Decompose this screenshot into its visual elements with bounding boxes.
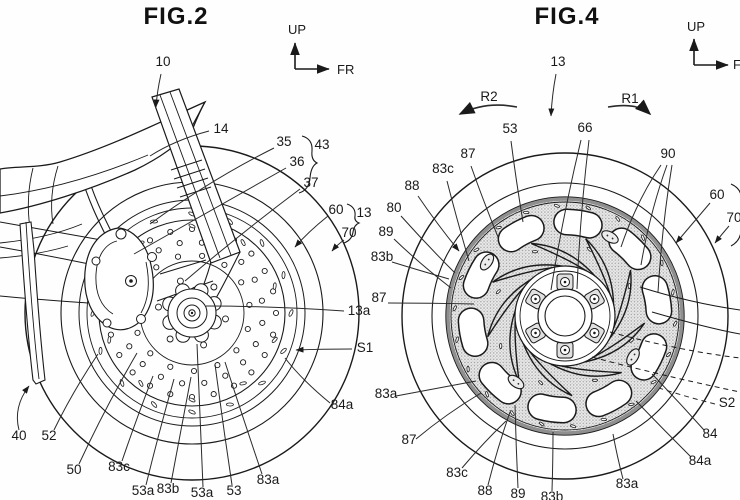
leader-line [17,386,29,430]
ref-label-84a: 84a [331,397,354,412]
ref-label-87: 87 [401,432,416,447]
leader-line [215,364,232,485]
ref-label-87: 87 [371,290,386,305]
ref-label-83b: 83b [157,481,180,496]
ref-label-37: 37 [303,175,318,190]
figure2-title: FIG.2 [143,3,208,30]
ref-label-13: 13 [356,205,371,220]
ref-label-70: 70 [726,210,740,225]
ref-label-S1: S1 [357,340,374,355]
ref-label-88: 88 [404,178,419,193]
ref-label-87: 87 [460,146,475,161]
leader-line [332,240,344,251]
ref-label-89: 89 [510,486,525,500]
ref-label-40: 40 [11,428,26,443]
ref-label-84: 84 [702,426,718,441]
ref-label-83a: 83a [616,476,639,491]
ref-label-89: 89 [378,224,393,239]
ref-label-83b: 83b [541,489,564,500]
ref-label-83c: 83c [108,459,130,474]
ref-label-36: 36 [289,154,304,169]
leader-line [197,344,203,487]
ref-label-R1: R1 [621,91,638,106]
ref-label-83a: 83a [257,472,280,487]
leader-line [296,349,352,350]
leader-line [285,358,330,403]
leader-line [676,203,710,243]
figure4-title: FIG.4 [534,3,599,30]
ref-label-60: 60 [328,202,343,217]
leader-line [613,434,623,479]
ref-label-84a: 84a [689,453,712,468]
ref-label-52: 52 [41,428,56,443]
ref-label-83c: 83c [432,161,454,176]
ref-label-60: 60 [709,187,724,202]
ref-label-R2: R2 [480,89,497,104]
leader-line [471,166,498,237]
ref-label-43: 43 [314,137,329,152]
ref-label-90: 90 [660,146,675,161]
ref-label-83c: 83c [446,465,468,480]
fr-label: FR [337,62,354,77]
ref-label-10: 10 [155,54,170,69]
leader-line [225,362,262,474]
ref-label-83a: 83a [375,386,398,401]
ref-label-53: 53 [502,121,517,136]
leader-line [401,216,455,273]
ref-label-53a: 53a [132,483,155,498]
figure2-front-wheel-drawing [0,89,359,480]
ref-label-53: 53 [226,483,241,498]
ref-label-80: 80 [386,200,401,215]
ref-label-88: 88 [477,483,492,498]
leader-line [171,377,191,483]
figure4-axis-indicator: UP FR [687,19,740,72]
leader-line [396,381,476,396]
leader-line [608,106,650,114]
ref-label-83b: 83b [371,249,394,264]
leader-line [295,216,328,247]
ref-label-70: 70 [341,225,356,240]
leader-line [460,105,517,114]
up-label: UP [288,22,306,37]
ref-label-13: 13 [550,54,565,69]
leader-line [146,379,174,485]
ref-label-S2: S2 [719,395,736,410]
ref-label-14: 14 [213,121,229,136]
ref-label-53a: 53a [191,485,214,500]
leader-line [551,74,556,116]
ref-label-13a: 13a [348,303,371,318]
ref-label-50: 50 [66,462,81,477]
leader-line [552,432,553,491]
up-label: UP [687,19,705,34]
fr-label: FR [733,57,740,72]
leader-line [488,412,510,485]
leader-line [652,374,704,430]
ref-label-35: 35 [276,134,291,149]
ref-label-66: 66 [577,120,592,135]
leader-line [715,226,729,243]
figure2-axis-indicator: UP FR [288,22,354,77]
